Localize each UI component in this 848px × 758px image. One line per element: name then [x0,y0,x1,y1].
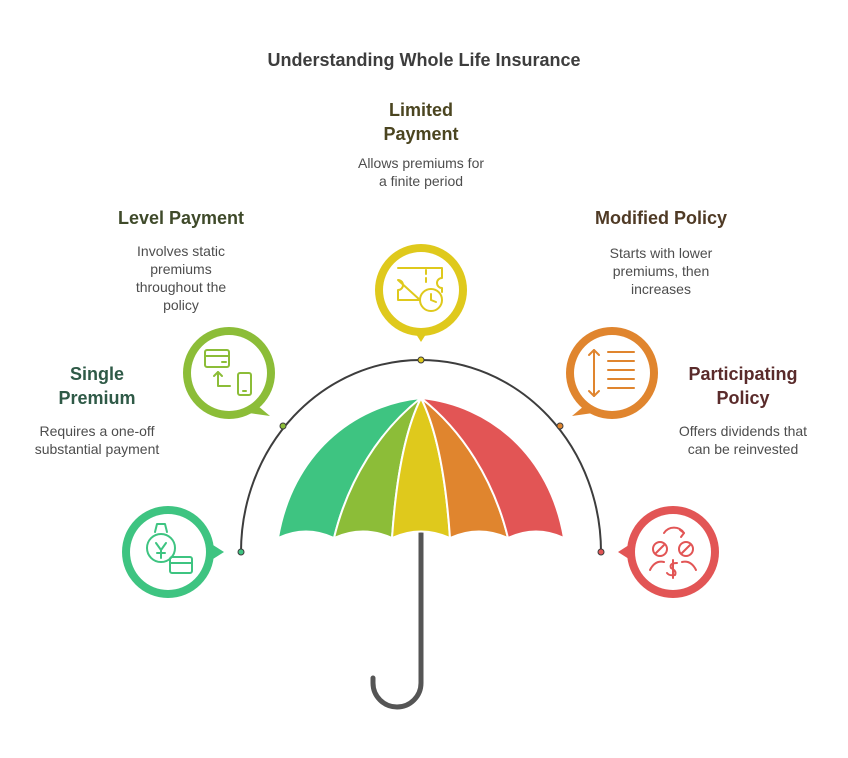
desc-participating-policy: Offers dividends that can be reinvested [653,422,833,458]
desc-modified-policy: Starts with lower premiums, then increas… [571,244,751,298]
arc-dot-level-payment [279,422,287,430]
pin-modified-policy [566,327,658,419]
arc-dot-single-premium [237,548,245,556]
desc-limited-payment: Allows premiums for a finite period [331,154,511,190]
payment-clock-icon [146,523,193,574]
desc-single-premium: Requires a one-off substantial payment [8,422,186,458]
desc-line: can be reinvested [687,441,799,457]
desc-line: a finite period [378,173,464,189]
pin-single-premium [122,506,224,598]
heading-line: Participating [688,364,798,384]
umbrella-handle [370,527,424,710]
heading-level-payment: Level Payment [117,208,245,228]
desc-line: Requires a one-off [39,423,155,439]
desc-line: policy [163,297,199,313]
desc-line: increases [631,281,691,297]
scale-list-icon [588,349,635,397]
label-modified-policy: Modified Policy Starts with lower premiu… [571,206,751,298]
pin-level-payment [183,327,275,419]
label-participating-policy: Participating Policy Offers dividends th… [653,362,833,458]
heading-line: Single [69,364,124,384]
arc-dot-modified-policy [556,422,564,430]
heading-modified-policy: Modified Policy [594,208,727,228]
pin-participating-policy [618,506,719,598]
heading-line: Limited [388,100,453,120]
desc-level-payment: Involves static premiums throughout the … [96,242,266,314]
label-level-payment: Level Payment Involves static premiums t… [96,206,266,314]
desc-line: substantial payment [34,441,160,457]
heading-line: Premium [58,388,136,408]
heading-line: Payment [383,124,459,144]
heading-limited-payment: Limited Payment [331,98,511,146]
desc-line: premiums [150,261,212,277]
ticket-clock-icon [397,267,443,312]
diagram-title: Understanding Whole Life Insurance [267,50,581,70]
heading-participating-policy: Participating Policy [653,362,833,410]
pin-limited-payment [375,244,467,342]
arc-dot-limited-payment [417,356,425,364]
label-limited-payment: Limited Payment Allows premiums for a fi… [331,98,511,190]
desc-line: Allows premiums for [357,155,485,171]
desc-line: throughout the [135,279,227,295]
heading-line: Policy [716,388,770,408]
label-single-premium: Single Premium Requires a one-off substa… [8,362,186,458]
heading-single-premium: Single Premium [8,362,186,410]
arc-dot-participating-policy [597,548,605,556]
umbrella-panel-participating-policy [417,396,566,540]
desc-line: Offers dividends that [678,423,808,439]
card-transfer-icon [204,349,252,396]
desc-line: Involves static [137,243,225,259]
desc-line: premiums, then [612,263,710,279]
desc-line: Starts with lower [609,245,713,261]
dividends-exchange-icon [649,526,697,579]
